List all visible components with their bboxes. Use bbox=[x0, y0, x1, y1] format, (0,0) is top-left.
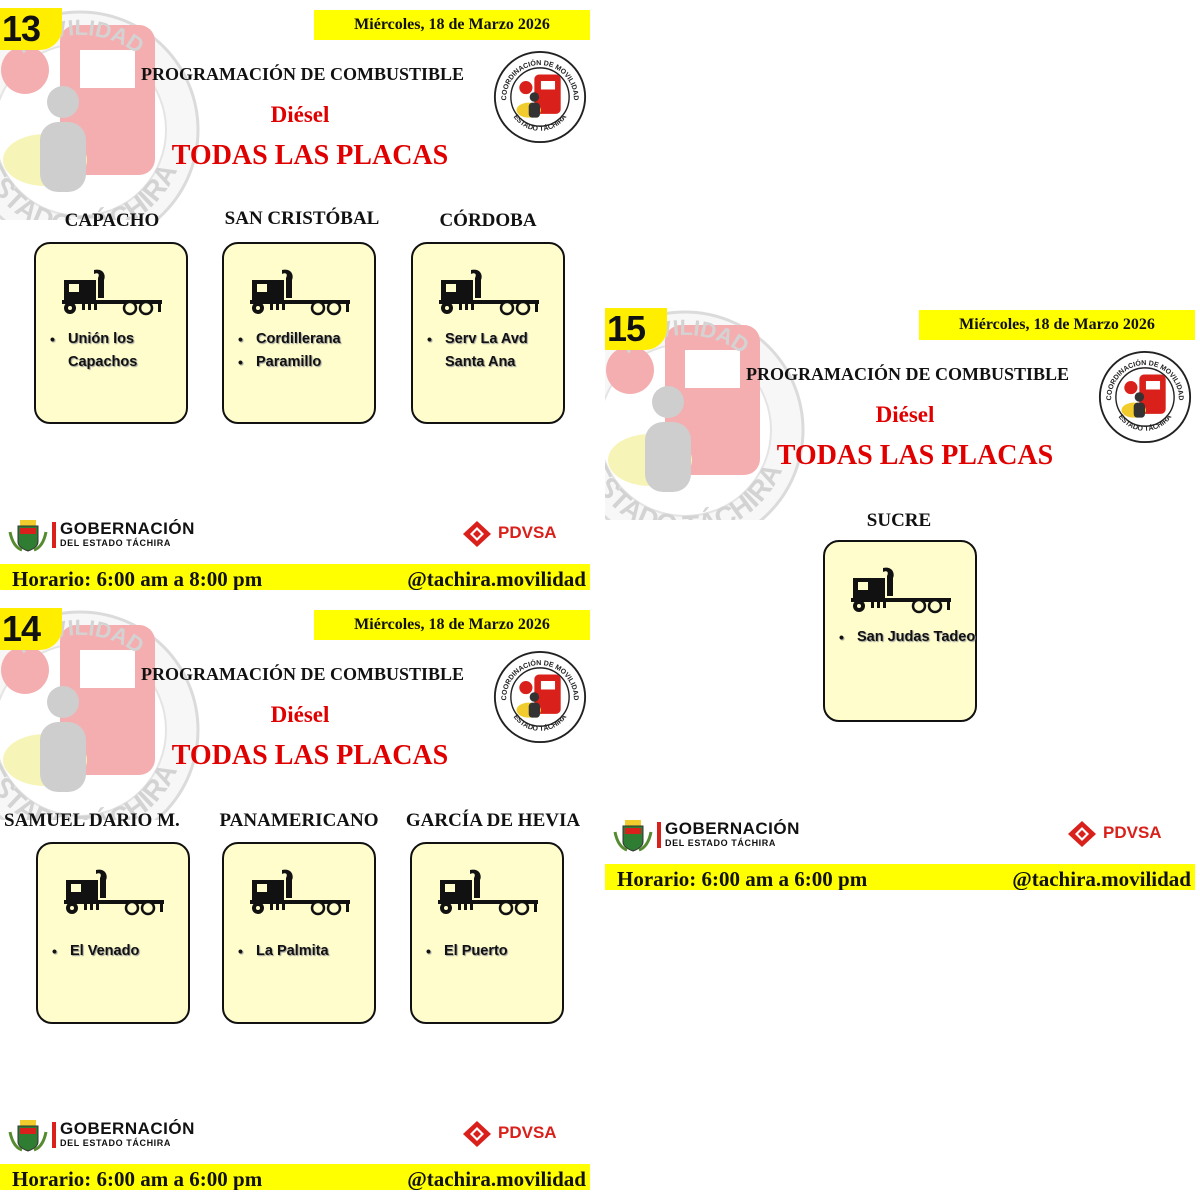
plates-label: TODAS LAS PLACAS bbox=[171, 740, 449, 771]
hours-text: Horario: 6:00 am a 6:00 pm bbox=[12, 1167, 263, 1190]
movilidad-watermark-logo: MOVILIDAD ESTADO TÁCHIRA bbox=[0, 610, 200, 820]
station-card: La Palmita bbox=[222, 842, 376, 1024]
schedule-panel: MOVILIDAD ESTADO TÁCHIRA 14 Miércoles, 1… bbox=[0, 600, 590, 1190]
station-list: El Puerto bbox=[424, 940, 564, 963]
state-emblem-icon bbox=[613, 820, 653, 852]
pdvsa-text: PDVSA bbox=[498, 1123, 557, 1142]
date-bar: Miércoles, 18 de Marzo 2026 bbox=[919, 310, 1195, 340]
program-title: PROGRAMACIÓN DE COMBUSTIBLE bbox=[140, 64, 465, 84]
location-name: SAN CRISTÓBAL bbox=[224, 208, 380, 229]
location-name: CÓRDOBA bbox=[439, 210, 537, 231]
program-title: PROGRAMACIÓN DE COMBUSTIBLE bbox=[745, 364, 1070, 384]
truck-icon bbox=[62, 269, 162, 316]
movilidad-seal-logo: COORDINACIÓN DE MOVILIDAD ESTADO TÁCHIRA bbox=[493, 650, 587, 744]
panel-number-badge: 15 bbox=[605, 308, 667, 350]
gob-subtitle: DEL ESTADO TÁCHIRA bbox=[60, 538, 171, 548]
station-item: El Puerto bbox=[424, 940, 564, 963]
gobernacion-logo: GOBERNACIÓN DEL ESTADO TÁCHIRA bbox=[8, 1118, 218, 1152]
station-list: Cordillerana Paramillo bbox=[236, 328, 376, 374]
location-name: SUCRE bbox=[866, 510, 932, 531]
panel-number-badge: 13 bbox=[0, 8, 62, 50]
station-item: Serv La Avd Santa Ana bbox=[425, 328, 565, 374]
gobernacion-logo: GOBERNACIÓN DEL ESTADO TÁCHIRA bbox=[8, 518, 218, 552]
fuel-type: Diésel bbox=[875, 402, 935, 427]
pdvsa-logo-icon bbox=[1068, 821, 1096, 847]
pdvsa-logo-icon bbox=[463, 521, 491, 547]
pdvsa-text: PDVSA bbox=[1103, 823, 1162, 842]
station-card: El Venado bbox=[36, 842, 190, 1024]
station-item: La Palmita bbox=[236, 940, 376, 963]
social-handle: @tachira.movilidad bbox=[407, 567, 586, 590]
fuel-type: Diésel bbox=[270, 102, 330, 127]
gob-title: GOBERNACIÓN bbox=[665, 819, 800, 838]
state-emblem-icon bbox=[8, 520, 48, 552]
truck-icon bbox=[438, 869, 538, 916]
footer-bar: Horario: 6:00 am a 6:00 pm @tachira.movi… bbox=[605, 864, 1195, 890]
footer-bar: Horario: 6:00 am a 8:00 pm @tachira.movi… bbox=[0, 564, 590, 590]
social-handle: @tachira.movilidad bbox=[1012, 867, 1191, 890]
station-list: El Venado bbox=[50, 940, 190, 963]
schedule-panel: MOVILIDAD ESTADO TÁCHIRA 13 Miércoles, 1… bbox=[0, 0, 590, 590]
program-title: PROGRAMACIÓN DE COMBUSTIBLE bbox=[140, 664, 465, 684]
pdvsa-text: PDVSA bbox=[498, 523, 557, 542]
station-list: Serv La Avd Santa Ana bbox=[425, 328, 565, 374]
location-name: PANAMERICANO bbox=[219, 810, 379, 831]
station-card: El Puerto bbox=[410, 842, 564, 1024]
station-item: Paramillo bbox=[236, 351, 376, 374]
gob-separator bbox=[52, 522, 56, 548]
schedule-panel: MOVILIDAD ESTADO TÁCHIRA 15 Miércoles, 1… bbox=[605, 300, 1195, 890]
date-bar: Miércoles, 18 de Marzo 2026 bbox=[314, 610, 590, 640]
pdvsa-brand: PDVSA bbox=[462, 1118, 590, 1150]
station-card: San Judas Tadeo bbox=[823, 540, 977, 722]
state-emblem-icon bbox=[8, 1120, 48, 1152]
panel-number-badge: 14 bbox=[0, 608, 62, 650]
pdvsa-brand: PDVSA bbox=[462, 518, 590, 550]
date-bar: Miércoles, 18 de Marzo 2026 bbox=[314, 10, 590, 40]
footer-bar: Horario: 6:00 am a 6:00 pm @tachira.movi… bbox=[0, 1164, 590, 1190]
location-name: CAPACHO bbox=[64, 210, 160, 231]
gob-title: GOBERNACIÓN bbox=[60, 1119, 195, 1138]
station-card: Serv La Avd Santa Ana bbox=[411, 242, 565, 424]
movilidad-seal-logo: COORDINACIÓN DE MOVILIDAD ESTADO TÁCHIRA bbox=[493, 50, 587, 144]
gob-title: GOBERNACIÓN bbox=[60, 519, 195, 538]
location-name: SAMUEL DARIO M. bbox=[4, 810, 180, 831]
gob-subtitle: DEL ESTADO TÁCHIRA bbox=[665, 838, 776, 848]
movilidad-watermark-logo: MOVILIDAD ESTADO TÁCHIRA bbox=[0, 10, 200, 220]
gob-subtitle: DEL ESTADO TÁCHIRA bbox=[60, 1138, 171, 1148]
truck-icon bbox=[439, 269, 539, 316]
plates-label: TODAS LAS PLACAS bbox=[776, 440, 1054, 471]
truck-icon bbox=[64, 869, 164, 916]
station-list: La Palmita bbox=[236, 940, 376, 963]
location-name: GARCÍA DE HEVIA bbox=[405, 810, 581, 831]
station-list: San Judas Tadeo bbox=[837, 626, 977, 649]
fuel-type: Diésel bbox=[270, 702, 330, 727]
station-item: San Judas Tadeo bbox=[837, 626, 977, 649]
station-item: Unión los Capachos bbox=[48, 328, 188, 374]
movilidad-watermark-logo: MOVILIDAD ESTADO TÁCHIRA bbox=[605, 310, 805, 520]
plates-label: TODAS LAS PLACAS bbox=[171, 140, 449, 171]
station-card: Cordillerana Paramillo bbox=[222, 242, 376, 424]
station-item: Cordillerana bbox=[236, 328, 376, 351]
truck-icon bbox=[851, 567, 951, 614]
truck-icon bbox=[250, 269, 350, 316]
gob-separator bbox=[52, 1122, 56, 1148]
station-list: Unión los Capachos bbox=[48, 328, 188, 374]
truck-icon bbox=[250, 869, 350, 916]
movilidad-seal-logo: COORDINACIÓN DE MOVILIDAD ESTADO TÁCHIRA bbox=[1098, 350, 1192, 444]
hours-text: Horario: 6:00 am a 8:00 pm bbox=[12, 567, 263, 590]
gob-separator bbox=[657, 822, 661, 848]
pdvsa-brand: PDVSA bbox=[1067, 818, 1195, 850]
social-handle: @tachira.movilidad bbox=[407, 1167, 586, 1190]
station-item: El Venado bbox=[50, 940, 190, 963]
hours-text: Horario: 6:00 am a 6:00 pm bbox=[617, 867, 868, 890]
gobernacion-logo: GOBERNACIÓN DEL ESTADO TÁCHIRA bbox=[613, 818, 823, 852]
station-card: Unión los Capachos bbox=[34, 242, 188, 424]
pdvsa-logo-icon bbox=[463, 1121, 491, 1147]
